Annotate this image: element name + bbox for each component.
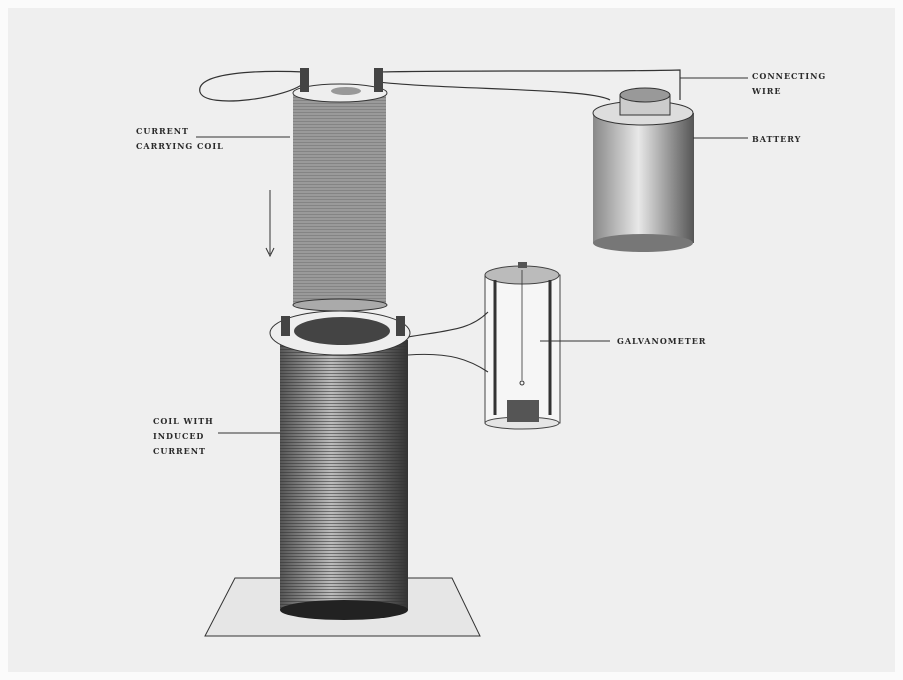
terminal-icon [396, 316, 405, 336]
label-current-carrying-coil-line2: CARRYING COIL [136, 141, 224, 151]
downward-arrow-icon [265, 190, 275, 258]
leader-lines [196, 77, 748, 434]
label-current-carrying-coil-line1: CURRENT [136, 126, 189, 136]
terminal-icon [300, 68, 309, 92]
label-battery: BATTERY [752, 134, 801, 144]
label-induced-coil-line3: CURRENT [153, 446, 206, 456]
battery [592, 87, 694, 252]
terminal-icon [281, 316, 290, 336]
galvanometer-wire [407, 311, 489, 373]
paper-background [8, 8, 895, 672]
current-carrying-coil [292, 68, 388, 312]
label-galvanometer: GALVANOMETER [617, 336, 706, 346]
connecting-wire [199, 69, 681, 102]
terminal-icon [374, 68, 383, 92]
label-induced-coil-line2: INDUCED [153, 431, 204, 441]
label-connecting-wire-line1: CONNECTING [752, 71, 826, 81]
galvanometer [484, 262, 561, 430]
label-connecting-wire-line2: WIRE [751, 86, 781, 96]
induced-current-coil [269, 310, 411, 620]
label-induced-coil-line1: COIL WITH [153, 416, 214, 426]
